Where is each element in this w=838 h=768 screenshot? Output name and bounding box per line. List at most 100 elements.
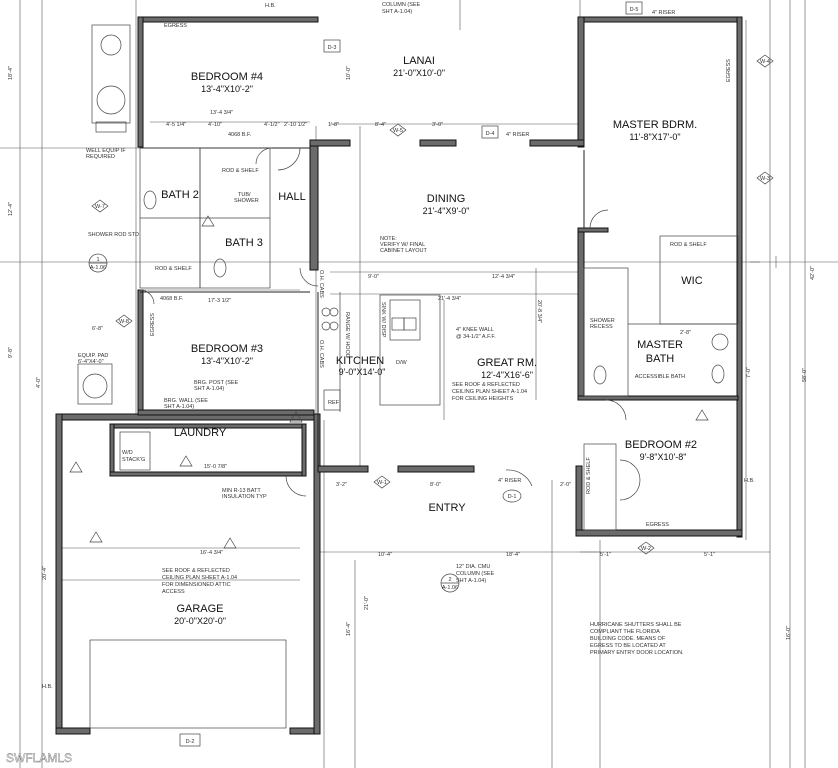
tag-w8: W-8 bbox=[119, 319, 129, 325]
fixtures bbox=[77, 24, 729, 729]
note-batt-2: INSULATION TYP bbox=[222, 494, 267, 500]
note-column-top-2: SHT A-1.04) bbox=[382, 9, 412, 15]
burner-icon bbox=[329, 321, 339, 331]
note-hurricane-3: BUILDING CODE. MEANS OF bbox=[590, 636, 666, 642]
note-brg-wall: BRG. WALL (SEE bbox=[164, 398, 208, 404]
room-sub-master-bath: ACCESSIBLE BATH bbox=[635, 374, 685, 380]
dim-12-4: 12'-4" bbox=[8, 202, 14, 216]
room-name-bedroom3: BEDROOM #3 bbox=[191, 343, 263, 355]
watermark: SWFLAMLS bbox=[6, 751, 72, 765]
note-see-roof-2: CEILING PLAN SHEET A-1.04 bbox=[452, 389, 527, 395]
dim-5-1: 5'-1" bbox=[600, 552, 611, 558]
note-well-equip: WELL EQUIP IF bbox=[86, 148, 126, 154]
tag-w7: W-7 bbox=[95, 204, 105, 210]
note-rod-shelf-3: ROD & SHELF bbox=[670, 242, 707, 248]
tag-section-2: 2 bbox=[448, 577, 451, 583]
note-riser-lanai: 4" RISER bbox=[506, 132, 529, 138]
tag-section-1-sheet: A-1.06 bbox=[90, 265, 106, 271]
tank-icon bbox=[100, 34, 122, 56]
note-shower-rod: SHOWER ROD STD bbox=[88, 232, 139, 238]
room-name-hall: HALL bbox=[278, 191, 306, 203]
note-brg-wall-2: SHT A-1.04) bbox=[164, 404, 194, 410]
dim-3-0: 3'-0" bbox=[432, 122, 443, 128]
ac-unit-icon bbox=[82, 373, 108, 399]
note-rod-shelf-4: ROD & SHELF bbox=[586, 457, 592, 494]
tag-d1: D-1 bbox=[508, 494, 517, 500]
note-riser-top: 4" RISER bbox=[652, 10, 675, 16]
notes: EGRESS EGRESS EGRESS EGRESS COLUMN (SEE … bbox=[42, 2, 755, 690]
room-name-entry: ENTRY bbox=[428, 502, 466, 514]
note-wd: W/D bbox=[122, 450, 133, 456]
marker-triangles bbox=[69, 215, 709, 549]
room-name-lanai: LANAI bbox=[403, 55, 435, 67]
note-ref: REF bbox=[328, 400, 340, 406]
dim-2-10-12: 2'-10 1/2" bbox=[284, 122, 307, 128]
tag-w3: W-3 bbox=[760, 176, 770, 182]
dim-9-8: 9'-8" bbox=[8, 347, 14, 358]
room-name-master-bedroom: MASTER BDRM. bbox=[613, 119, 697, 131]
room-name-master-bath-2: BATH bbox=[646, 353, 675, 365]
note-cmu-2: COLUMN (SEE bbox=[456, 571, 495, 577]
room-name-wic: WIC bbox=[681, 275, 702, 287]
dim-7-0: 7'-0" bbox=[746, 367, 752, 378]
room-name-bedroom4: BEDROOM #4 bbox=[191, 71, 263, 83]
note-oh-cabs-2: O.H. CABS bbox=[318, 340, 324, 368]
toilet-icon bbox=[593, 365, 607, 385]
dim-9-0: 9'-0" bbox=[368, 274, 379, 280]
note-wd-2: STACK'G bbox=[122, 457, 145, 463]
room-size-bedroom4: 13'-4"X10'-2" bbox=[201, 84, 253, 94]
note-see-roof: SEE ROOF & REFLECTED bbox=[452, 382, 520, 388]
note-bf-1: 4068 B.F. bbox=[228, 132, 252, 138]
tag-w5: W-5 bbox=[393, 128, 403, 134]
tag-d2: D-2 bbox=[186, 739, 195, 745]
dimension-texts: 13'-4 3/4" 4'-5 1/4" 4'-10" 4'-1/2" 2'-1… bbox=[8, 66, 816, 640]
note-column-top: COLUMN (SEE bbox=[382, 2, 421, 8]
note-verify-2: VERIFY W/ FINAL bbox=[380, 242, 425, 248]
note-riser-entry: 4" RISER bbox=[498, 478, 521, 484]
door-swings bbox=[139, 147, 641, 501]
dim-13-4-34: 13'-4 3/4" bbox=[210, 110, 233, 116]
note-see-roof-3: FOR CEILING HEIGHTS bbox=[452, 396, 513, 402]
note-hurricane-2: COMPLIANT THE FLORIDA bbox=[590, 629, 660, 635]
dim-20-4: 20'-4" bbox=[42, 566, 48, 580]
note-hb-left: H.B. bbox=[42, 684, 53, 690]
note-attic-3: FOR DIMENSIONED ATTIC bbox=[162, 582, 231, 588]
note-shower-recess-2: RECESS bbox=[590, 324, 613, 330]
room-size-lanai: 21'-0"X10'-0" bbox=[393, 68, 445, 78]
note-hb-right: H.B. bbox=[744, 478, 755, 484]
room-size-bedroom3: 13'-4"X10'-2" bbox=[201, 356, 253, 366]
dim-20-8-34: 20'-8 3/4" bbox=[536, 300, 542, 323]
room-size-garage: 20'-0"X20'-0" bbox=[174, 616, 226, 626]
note-attic-4: ACCESS bbox=[162, 589, 185, 595]
burner-icon bbox=[329, 307, 339, 317]
tag-w2: W-2 bbox=[641, 546, 651, 552]
note-tub-shower-2: SHOWER bbox=[234, 198, 259, 204]
note-knee-wall: 4" KNEE WALL bbox=[456, 327, 494, 333]
room-size-great-room: 12'-4"X16'-6" bbox=[481, 370, 533, 380]
tags: D-3 D-4 D-5 D-1 D-2 W-4 W-3 W-5 W-7 W-8 … bbox=[88, 1, 774, 747]
note-knee-wall-2: @ 34-1/2" A.F.F. bbox=[456, 334, 496, 340]
note-well-equip-2: REQUIRED bbox=[86, 154, 115, 160]
dim-3-2: 3'-2" bbox=[336, 482, 347, 488]
dim-4-1-2: 4'-1/2" bbox=[264, 122, 280, 128]
note-range: RANGE W/ HOOD bbox=[344, 312, 350, 358]
note-attic: SEE ROOF & REFLECTED bbox=[162, 568, 230, 574]
note-bf-2: 4068 B.F. bbox=[160, 296, 184, 302]
note-rod-shelf-1: ROD & SHELF bbox=[222, 168, 259, 174]
tag-section-2-sheet: A-1.06 bbox=[442, 585, 458, 591]
room-size-bedroom2: 9'-8"X10'-8" bbox=[640, 452, 687, 462]
note-egress-top: EGRESS bbox=[164, 23, 187, 29]
dim-2-8: 2'-8" bbox=[680, 330, 691, 336]
dim-21-4-34: 21'-4 3/4" bbox=[438, 296, 461, 302]
dim-21-0: 21'-0" bbox=[364, 596, 370, 610]
dim-8-0: 8'-0" bbox=[430, 482, 441, 488]
room-size-master-bedroom: 11'-8"X17'-0" bbox=[629, 132, 680, 142]
note-shower-recess: SHOWER bbox=[590, 318, 615, 324]
note-batt: MIN R-13 BATT bbox=[222, 488, 261, 494]
note-brg-post: BRG. POST (SEE bbox=[194, 380, 239, 386]
dim-4-5-14: 4'-5 1/4" bbox=[166, 122, 186, 128]
note-egress-bottom: EGRESS bbox=[646, 522, 669, 528]
tag-d4: D-4 bbox=[486, 131, 495, 137]
note-attic-2: CEILING PLAN SHEET A-1.04 bbox=[162, 575, 237, 581]
